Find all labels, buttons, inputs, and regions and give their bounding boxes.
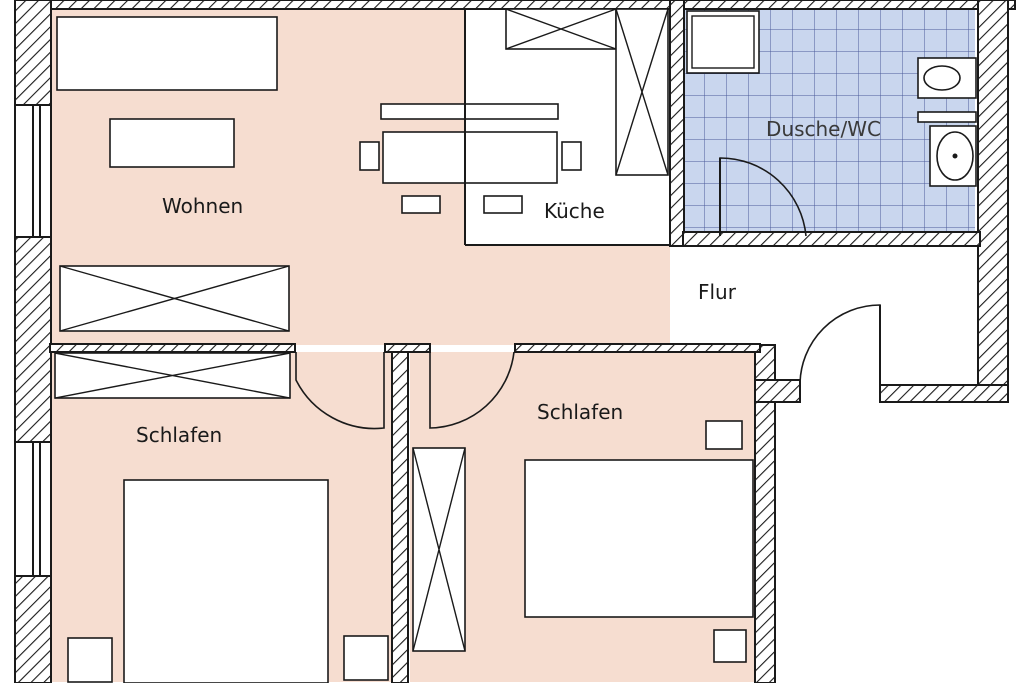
fixtures-bath — [686, 10, 977, 187]
walls — [14, 0, 1016, 683]
wall-flur-step — [754, 379, 801, 403]
wall-bath-bottom — [682, 231, 981, 247]
chair-bottom-right — [483, 195, 523, 214]
wall-kitchen-bath — [669, 0, 685, 247]
furniture-wohnen — [56, 16, 582, 332]
sofa — [56, 16, 278, 91]
label-wohnen: Wohnen — [162, 194, 243, 218]
door-right-bedroom — [429, 351, 515, 429]
room-wohnen — [50, 10, 670, 345]
door-bath — [719, 157, 807, 237]
wall-left-lower — [14, 575, 52, 683]
label-schlafen-left: Schlafen — [136, 423, 222, 447]
wall-left-upper — [14, 0, 52, 106]
door-entrance — [799, 304, 881, 386]
room-labels: Wohnen Küche Dusche/WC Flur Schlafen Sch… — [136, 117, 881, 447]
bed-right — [524, 459, 754, 618]
wall-mid-left — [49, 343, 296, 353]
shower-tray — [686, 10, 760, 74]
wall-flur-bottom — [879, 384, 1009, 403]
furniture-schlafen-left — [54, 352, 389, 683]
furniture-kueche — [464, 8, 670, 246]
nightstand-right-1 — [705, 420, 743, 450]
nightstand-right-2 — [713, 629, 747, 663]
chair-left — [359, 141, 380, 171]
dining-table — [382, 131, 558, 184]
wall-left-mid — [14, 236, 52, 443]
nightstand-left-2 — [343, 635, 389, 681]
wall-bedrooms — [391, 347, 409, 683]
label-kueche: Küche — [544, 199, 605, 223]
coffee-table — [109, 118, 235, 168]
door-left-bedroom — [295, 352, 385, 430]
dining-bench — [380, 103, 559, 120]
furniture-schlafen-right — [412, 420, 754, 663]
room-flur — [673, 246, 982, 385]
label-dusche-wc: Dusche/WC — [766, 117, 881, 141]
chair-right — [561, 141, 582, 171]
chair-bottom-left — [401, 195, 441, 214]
wall-flur-left — [754, 344, 776, 683]
nightstand-left-1 — [67, 637, 113, 683]
label-schlafen-right: Schlafen — [537, 400, 623, 424]
wall-right — [977, 0, 1009, 403]
doors — [295, 157, 881, 430]
label-flur: Flur — [698, 280, 737, 304]
wall-top — [14, 0, 1016, 10]
wall-mid-right — [514, 343, 761, 353]
bed-left — [123, 479, 329, 683]
wall-mid-center — [384, 343, 431, 353]
toilet-bowl — [923, 65, 961, 91]
